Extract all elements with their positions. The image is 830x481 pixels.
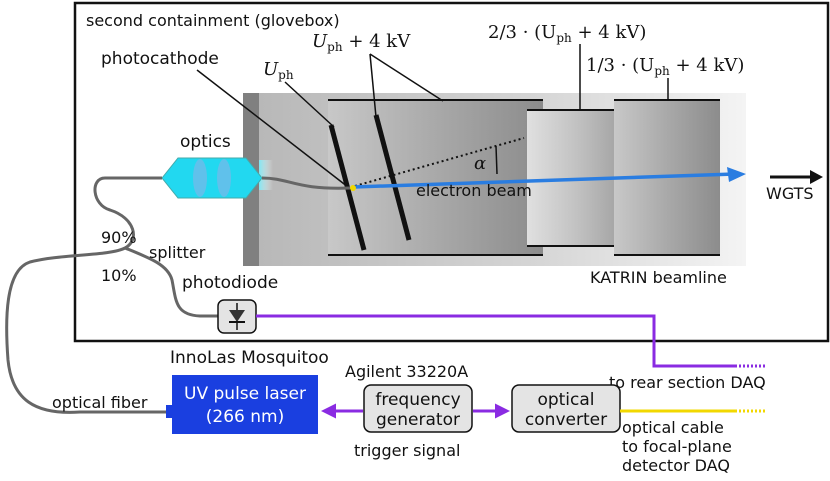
u-ph-label: Uph bbox=[263, 59, 294, 82]
diode-icon bbox=[229, 303, 245, 330]
one-third-label: 1/3 · (Uph + 4 kV) bbox=[586, 55, 744, 78]
alpha-label: α bbox=[474, 153, 486, 174]
optics-label: optics bbox=[180, 132, 231, 152]
wgts-label: WGTS bbox=[766, 184, 814, 203]
fiber-to-photodiode bbox=[124, 246, 218, 318]
photocathode-label: photocathode bbox=[101, 49, 219, 69]
u-ph-4kv-label: Uph + 4 kV bbox=[312, 31, 411, 54]
rear-daq-label: to rear section DAQ bbox=[609, 373, 766, 392]
emission-spot bbox=[350, 185, 356, 191]
electron-beam-label: electron beam bbox=[416, 181, 532, 200]
optics-lens-inner-1 bbox=[193, 159, 207, 197]
glovebox-frame bbox=[73, 1, 830, 343]
optics-lens-inner-2 bbox=[217, 159, 231, 197]
katrin-label: KATRIN beamline bbox=[590, 268, 727, 287]
laser-port bbox=[166, 405, 173, 418]
electron-beam bbox=[353, 172, 736, 189]
alpha-line bbox=[495, 145, 498, 175]
uv-laser-line1: UV pulse laser bbox=[184, 384, 306, 404]
u-ph-4kv-pointer-a bbox=[369, 53, 377, 118]
uv-laser-box bbox=[172, 375, 318, 434]
electrode-1 bbox=[328, 100, 543, 255]
freq-gen-line1: frequency bbox=[375, 390, 460, 410]
electron-beam-arrowhead bbox=[727, 167, 746, 182]
dotted-reference-line bbox=[354, 137, 525, 187]
photodiode-label: photodiode bbox=[182, 273, 278, 293]
innolas-label: InnoLas Mosquitoo bbox=[170, 348, 329, 368]
optical-converter-box bbox=[511, 384, 621, 433]
u-ph-pointer bbox=[284, 81, 335, 128]
frequency-generator-box bbox=[363, 384, 473, 433]
fiber-to-optics bbox=[5, 176, 172, 414]
optics-lens bbox=[161, 157, 263, 199]
optical-fiber-label: optical fiber bbox=[52, 393, 148, 412]
fiber-to-cathode bbox=[261, 176, 351, 190]
opt-conv-line2: converter bbox=[525, 410, 607, 430]
splitter-label: splitter bbox=[149, 243, 206, 262]
pct10-label: 10% bbox=[101, 266, 137, 285]
agilent-label: Agilent 33220A bbox=[345, 362, 468, 381]
optical-cable-label-1: optical cable bbox=[622, 418, 724, 437]
opt-conv-line1: optical bbox=[537, 390, 594, 410]
glovebox-label: second containment (glovebox) bbox=[86, 11, 340, 30]
freq-gen-line2: generator bbox=[376, 410, 460, 430]
optical-window bbox=[259, 160, 273, 190]
trigger-signal-label: trigger signal bbox=[354, 441, 460, 460]
optical-cable-label-2: to focal-plane bbox=[622, 437, 732, 456]
wgts-arrowhead bbox=[810, 170, 823, 184]
acceleration-plate bbox=[373, 114, 412, 241]
pct90-label: 90% bbox=[101, 228, 137, 247]
u-ph-4kv-pointer-b bbox=[369, 53, 444, 102]
uv-laser-line2: (266 nm) bbox=[206, 407, 284, 427]
optical-cable-label-3: detector DAQ bbox=[622, 456, 730, 475]
rear-daq-signal bbox=[256, 314, 735, 368]
two-thirds-label: 2/3 · (Uph + 4 kV) bbox=[488, 22, 646, 45]
photocathode-pointer bbox=[196, 69, 349, 188]
